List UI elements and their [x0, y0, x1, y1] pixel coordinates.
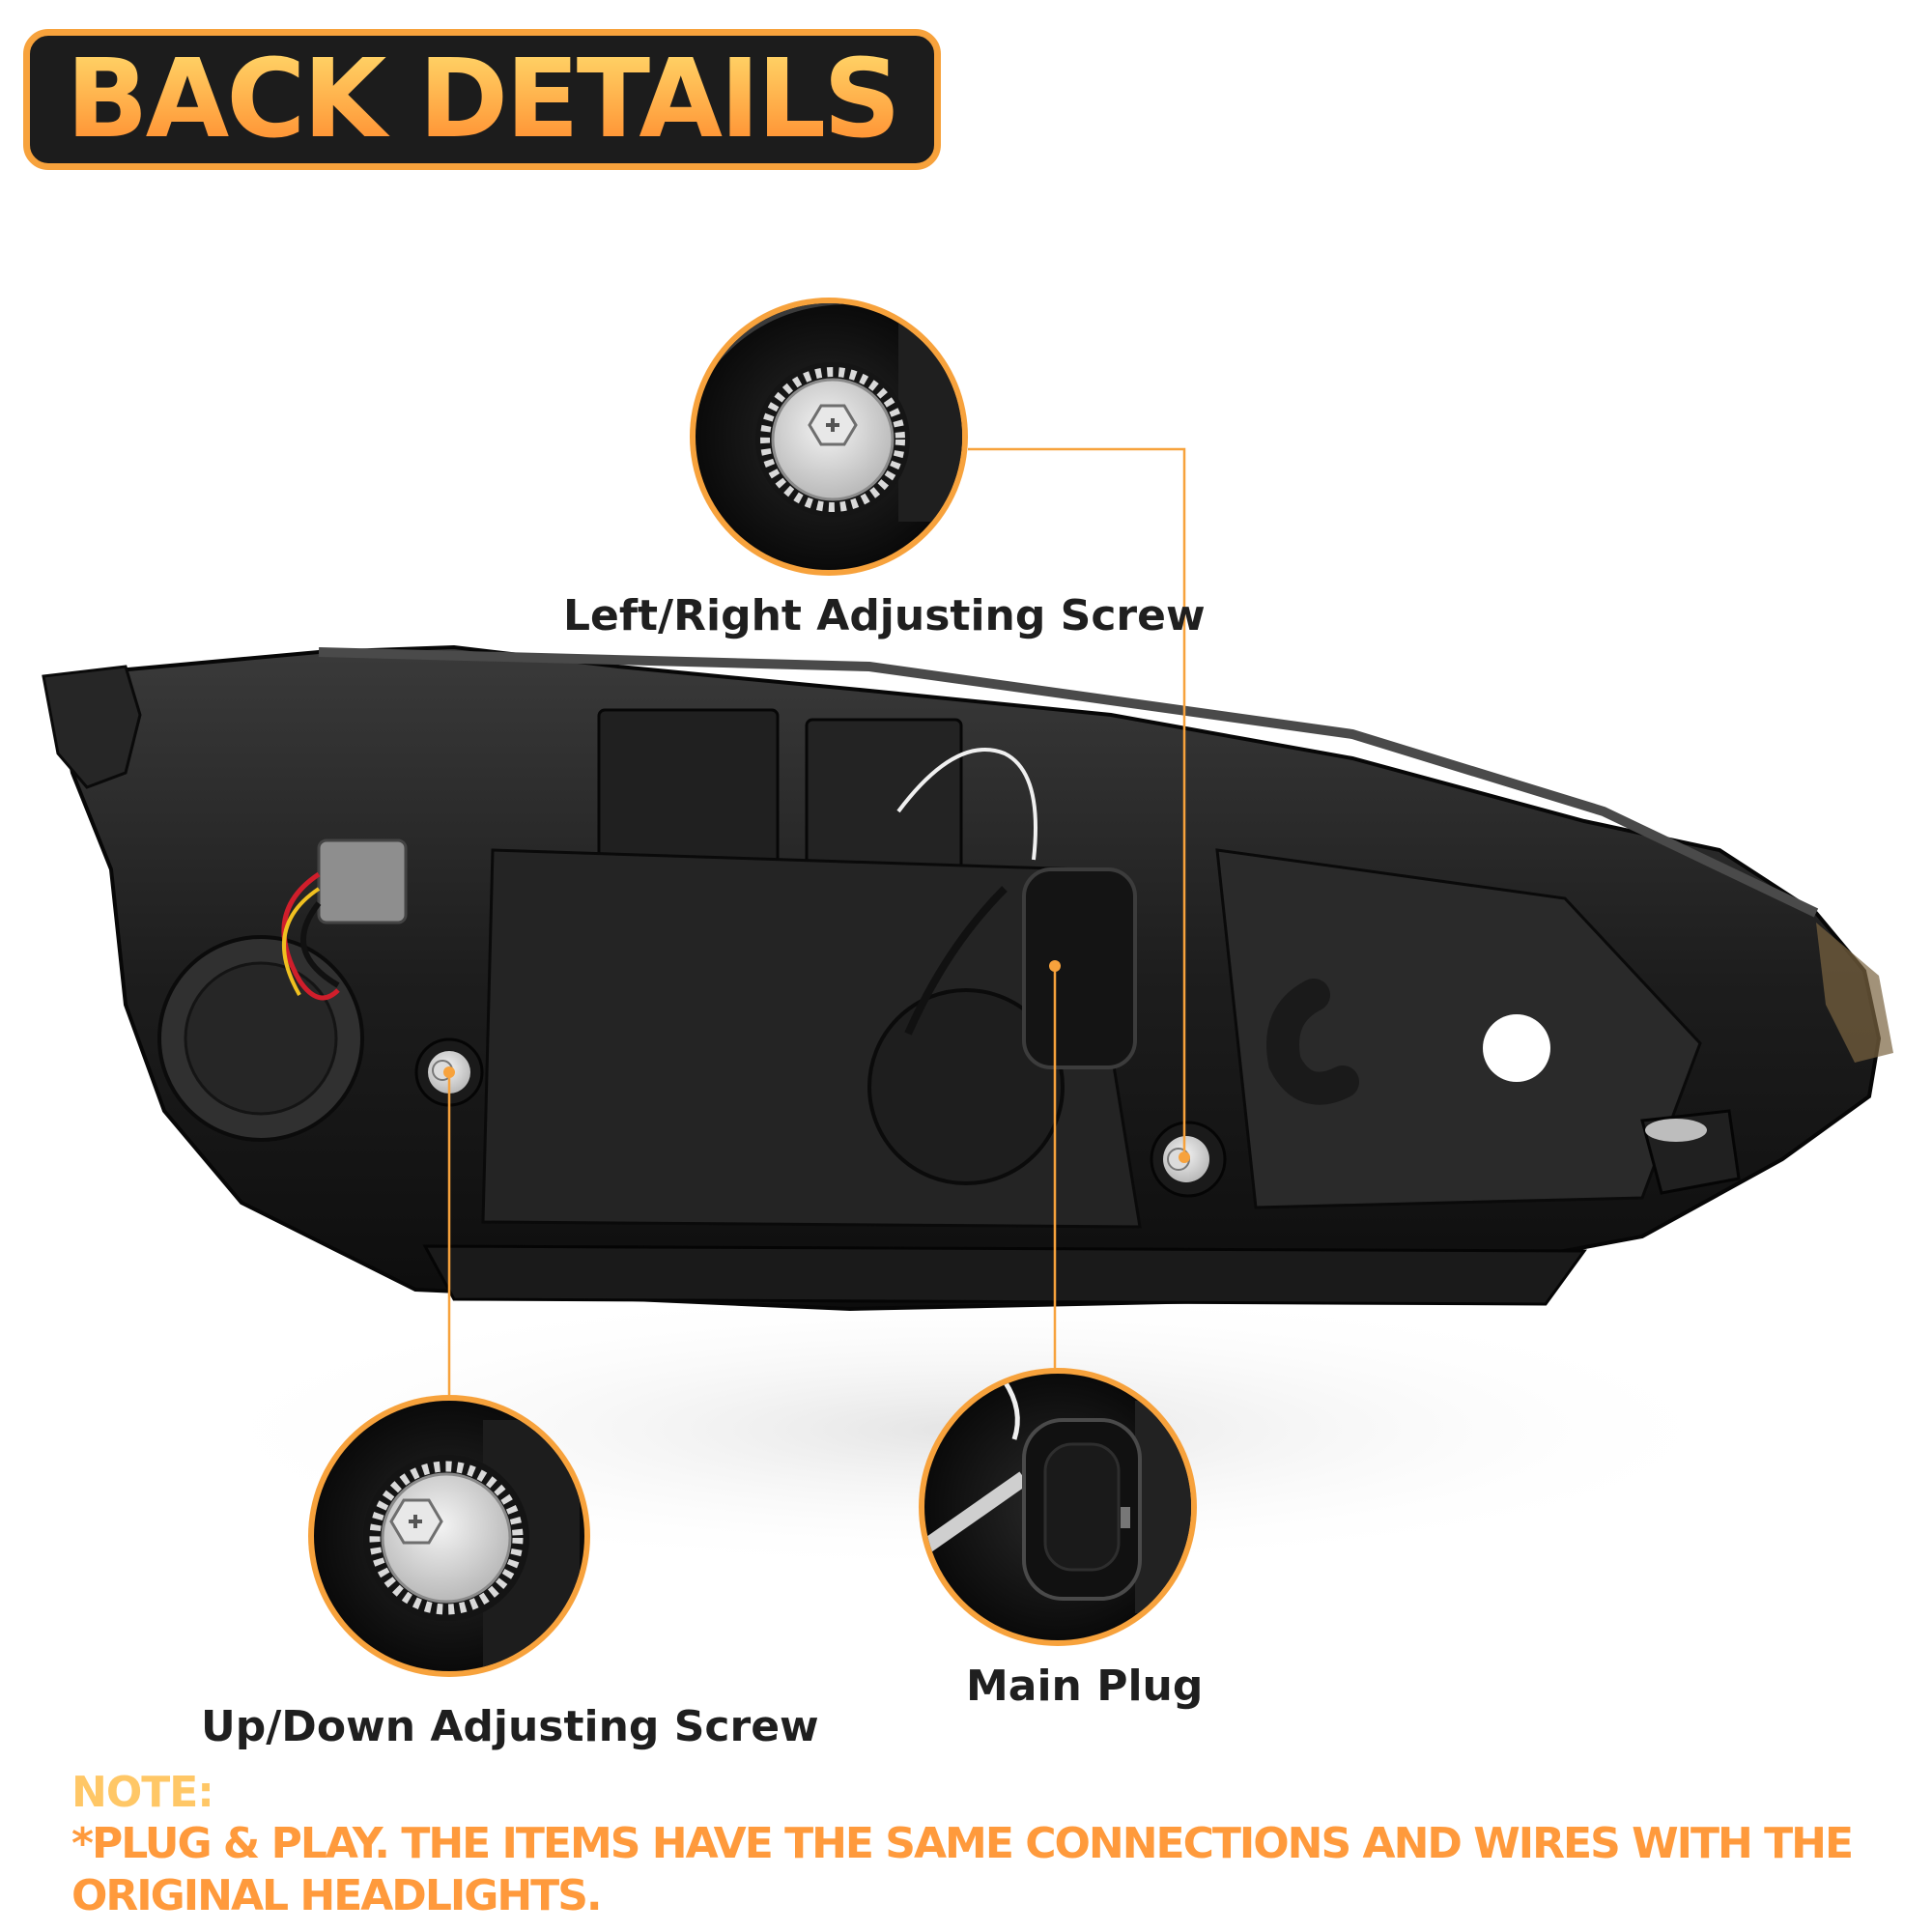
qc-sticker — [1483, 1014, 1550, 1082]
note-body: *PLUG & PLAY. THE ITEMS HAVE THE SAME CO… — [71, 1819, 1854, 1920]
up-down-screw-label: Up/Down Adjusting Screw — [201, 1702, 819, 1751]
screw-gear-icon — [369, 1461, 524, 1615]
grey-connector — [317, 838, 408, 924]
zoom-lr-screw — [690, 298, 968, 576]
main-plug-icon — [1022, 1418, 1142, 1601]
note-title: NOTE: — [71, 1768, 214, 1817]
title-badge: BACK DETAILS — [23, 29, 941, 170]
main-plug-label: Main Plug — [966, 1662, 1204, 1711]
zoom-ud-screw — [308, 1395, 590, 1677]
page-title: BACK DETAILS — [66, 37, 901, 162]
screw-gear-icon — [760, 367, 905, 512]
headlight-body — [42, 644, 1893, 1312]
left-right-screw-label: Left/Right Adjusting Screw — [563, 591, 1206, 640]
callout-lines — [443, 447, 1190, 1401]
lr-callout-line — [968, 447, 1186, 1157]
